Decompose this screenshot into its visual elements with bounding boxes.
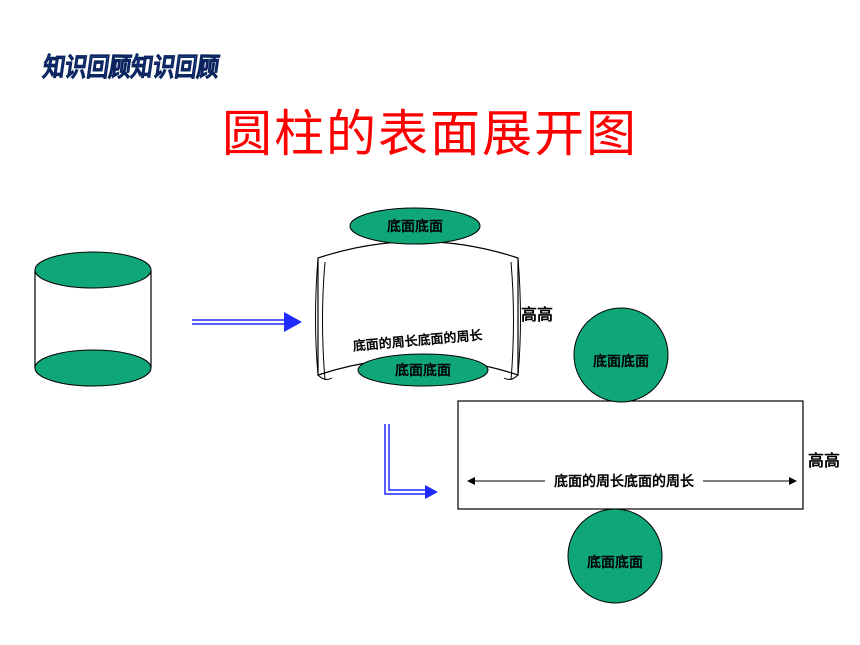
- arrow-right-icon: [192, 312, 302, 332]
- cylinder-top-face: [34, 251, 152, 289]
- page-title: 圆柱的表面展开图: [222, 105, 638, 163]
- curved-height-label: 高高: [521, 305, 553, 324]
- banner-text: 知识回顾知识回顾: [41, 53, 221, 83]
- net-top-base-face: [573, 307, 669, 403]
- opening-cylinder: 底面底面 底面底面 底面的周长底面的周长 高高: [315, 207, 553, 387]
- top-base-label: 底面底面: [387, 218, 443, 235]
- bottom-base-face: [357, 353, 489, 387]
- cylinder-illustration: [34, 251, 152, 387]
- bottom-base-label: 底面底面: [395, 362, 451, 379]
- cylinder-net: 底面底面 底面底面 底面的周长底面的周长 高高: [457, 307, 840, 604]
- cylinder-bottom-face: [34, 349, 152, 387]
- banner-logo: 知识回顾知识回顾: [41, 53, 222, 84]
- lateral-rectangle: [457, 400, 804, 510]
- net-top-base-label: 底面底面: [593, 353, 649, 370]
- arrow-down-right-icon: [384, 424, 438, 499]
- net-circumference-label: 底面的周长底面的周长: [554, 473, 695, 490]
- net-bottom-base-label: 底面底面: [587, 554, 643, 571]
- net-bottom-base-face: [567, 508, 663, 604]
- net-height-label: 高高: [808, 451, 840, 470]
- top-base-face: [349, 207, 481, 245]
